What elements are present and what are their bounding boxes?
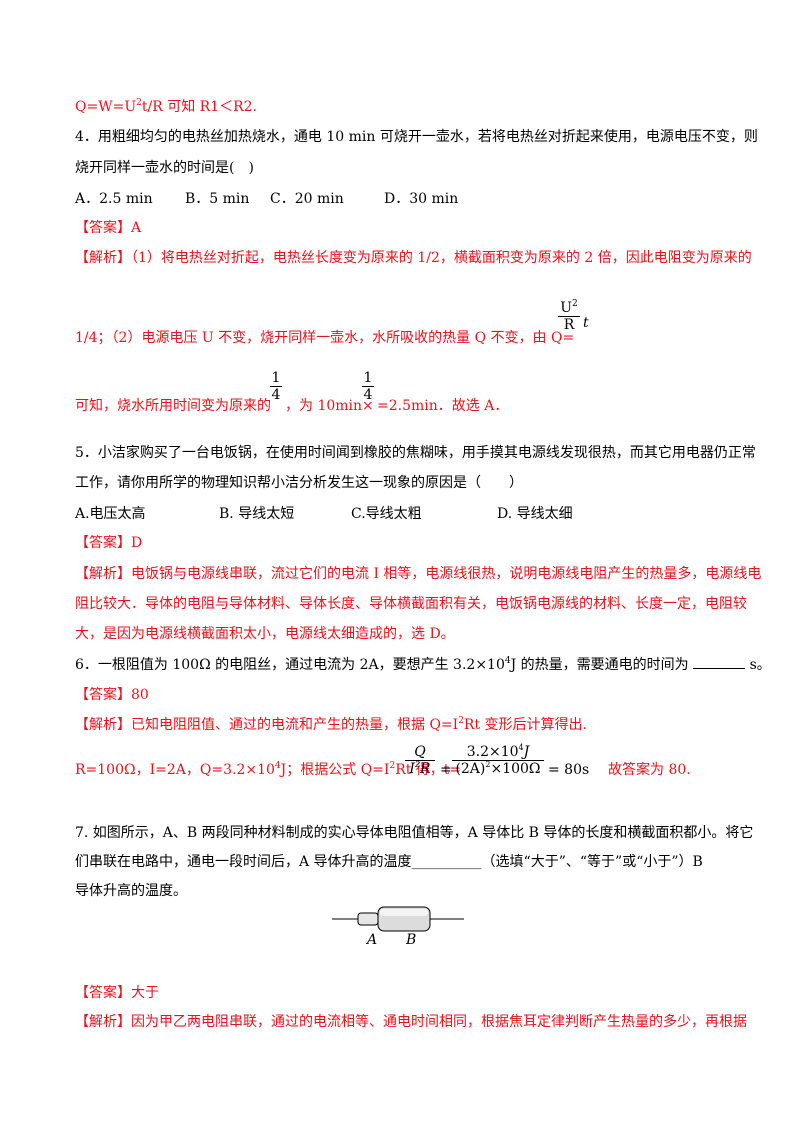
q6-analysis-conclusion: 故答案为 80. [608, 762, 691, 778]
q6-equation-fraction-1: Q I2R [405, 744, 435, 777]
q5-stem-line2: 工作，请你用所学的物理知识帮小洁分析发生这一现象的原因是（ ） [75, 475, 523, 491]
q4-analysis-line1: 【解析】（1）将电热丝对折起，电热丝长度变为原来的 1/2，横截面积变为原来的 … [75, 250, 752, 266]
q6-stem: 6．一根阻值为 100Ω 的电阻丝，通过电流为 2A，要想产生 3.2×104J… [75, 656, 771, 674]
q4-option-a: A．2.5 min [75, 191, 153, 207]
q6-answer-blank [693, 668, 746, 669]
q5-analysis-line1: 【解析】电饭锅与电源线串联，流过它们的电流 I 相等，电源线很热，说明电源线电阻… [75, 566, 762, 582]
q7-conductor-figure: A B [330, 900, 470, 964]
q6-analysis-line1: 【解析】已知电阻阻值、通过的电流和产生的热量，根据 Q=I2Rt 变形后计算得出… [75, 716, 587, 734]
figure-label-b: B [406, 932, 417, 948]
q5-analysis-line2: 阻比较大．导体的电阻与导体材料、导体长度、导体横截面积有关，电饭锅电源线的材料、… [75, 596, 747, 612]
q4-option-c: C．20 min [270, 191, 344, 207]
q5-option-a: A.电压太高 [75, 506, 146, 522]
q6-answer: 【答案】80 [75, 685, 149, 705]
q7-analysis-line1: 【解析】因为甲乙两电阻串联，通过的电流相等、通电时间相同，根据焦耳定律判断产生热… [75, 1014, 747, 1030]
answer-tag: 【答案】 [75, 985, 131, 1001]
answer-value: A [131, 220, 142, 236]
answer-tag: 【答案】 [75, 687, 131, 703]
q4-analysis-line3c: =2.5min．故选 A． [377, 398, 509, 414]
q7-answer: 【答案】大于 [75, 983, 159, 1003]
answer-value: 大于 [131, 985, 159, 1001]
figure-label-a: A [367, 932, 378, 948]
q4-analysis-line3b: ，为 10min× [285, 398, 374, 414]
q7-stem-line2: 们串联在电路中，通电一段时间后，A 导体升高的温度__________（选填“大… [75, 854, 703, 870]
q5-option-d: D. 导线太细 [497, 506, 573, 522]
analysis-tag: 【解析】 [75, 717, 131, 733]
q4-formula-t: t [583, 315, 589, 331]
q6-equation-result: = 80s [548, 762, 590, 778]
q4-answer: 【答案】A [75, 218, 141, 238]
analysis-tag: 【解析】 [75, 250, 131, 266]
answer-tag: 【答案】 [75, 220, 131, 236]
q5-answer: 【答案】D [75, 533, 142, 553]
analysis-tag: 【解析】 [75, 1014, 131, 1030]
q5-option-c: C.导线太粗 [351, 506, 422, 522]
q4-formula-fraction: U2 R [558, 300, 580, 333]
q6-analysis-line2: R=100Ω，I=2A，Q=3.2×104J；根据公式 Q=I2Rt 得，t= [75, 761, 462, 779]
answer-tag: 【答案】 [75, 535, 131, 551]
answer-value: 80 [131, 687, 149, 703]
q5-option-b: B. 导线太短 [219, 506, 295, 522]
q4-analysis-line3a: 可知，烧水所用时间变为原来的 [75, 398, 271, 414]
q5-analysis-line3: 大，是因为电源线横截面积太小，电源线太细造成的，选 D。 [75, 626, 455, 642]
q6-equation-fraction-2: 3.2×104J (2A)2×100Ω [452, 744, 544, 777]
q7-stem-line3: 导体升高的温度。 [75, 883, 187, 899]
analysis-tag: 【解析】 [75, 566, 131, 582]
q3-conclusion: Q=W=U2t/R 可知 R1＜R2. [75, 98, 258, 116]
answer-value: D [131, 535, 143, 551]
q6-equals-sign: = [440, 762, 452, 778]
q5-stem-line1: 5．小洁家购买了一台电饭锅，在使用时间闻到橡胶的焦糊味，用手摸其电源线发现很热，… [75, 445, 756, 461]
q4-fraction-2: 1 4 [362, 370, 374, 403]
q4-analysis-line2: 1/4；（2）电源电压 U 不变，烧开同样一壶水，水所吸收的热量 Q 不变，由 … [75, 330, 575, 346]
q4-stem-line1: 4．用粗细均匀的电热丝加热烧水，通电 10 min 可烧开一壶水，若将电热丝对折… [75, 129, 758, 145]
q4-stem-line2: 烧开同样一壶水的时间是( ) [75, 160, 254, 176]
q4-fraction-1: 1 4 [270, 370, 282, 403]
q7-stem-line1: 7. 如图所示，A、B 两段同种材料制成的实心导体电阻值相等，A 导体比 B 导… [75, 825, 754, 841]
q4-option-b: B．5 min [185, 191, 250, 207]
q4-option-d: D．30 min [384, 191, 459, 207]
